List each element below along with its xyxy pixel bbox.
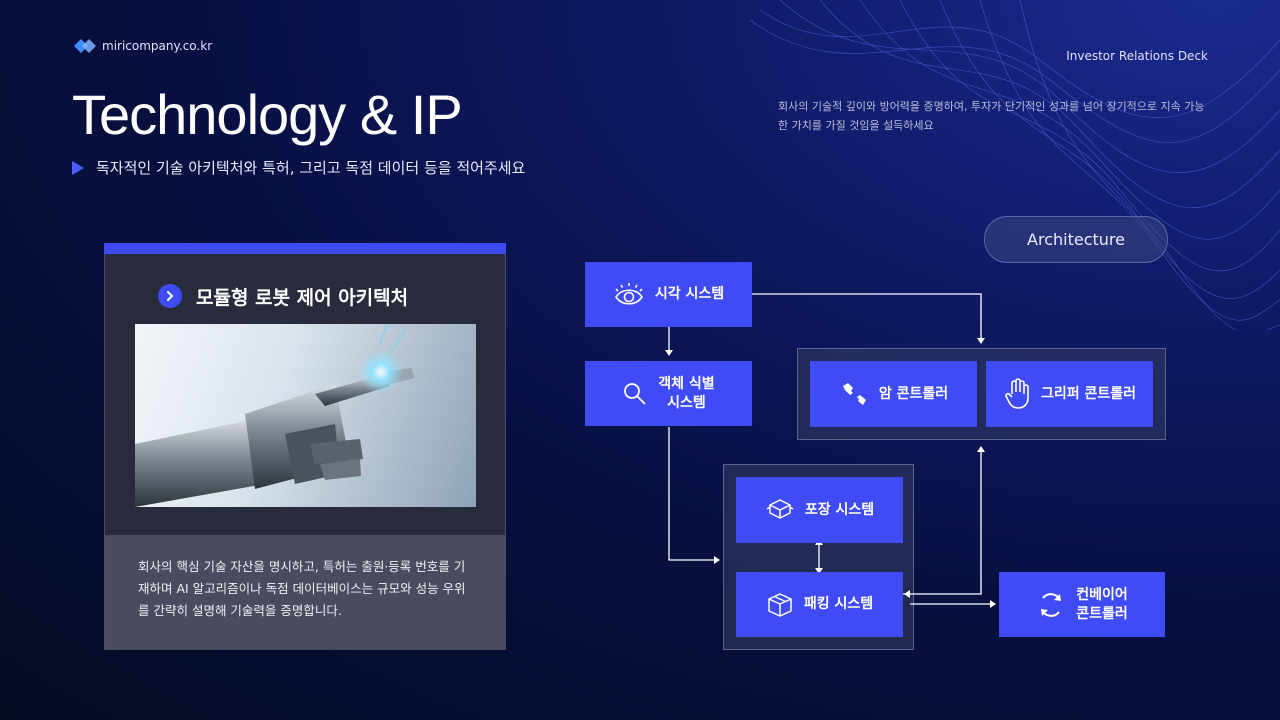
logo-diamond-icon [74,38,96,54]
wrapping-system-node[interactable]: 포장 시스템 [736,477,903,543]
brand-logo[interactable]: miricompany.co.kr [74,38,212,54]
conveyor-label-line1: 컨베이어 [1076,586,1128,603]
wrapping-system-label: 포장 시스템 [804,501,875,518]
conveyor-controller-node[interactable]: 컨베이어 콘트롤러 [999,572,1165,637]
package-icon [768,592,792,617]
packing-system-node[interactable]: 패킹 시스템 [736,572,903,637]
packing-system-label: 패킹 시스템 [803,596,874,612]
subtitle: 독자적인 기술 아키텍처와 특허, 그리고 독점 데이터 등을 적어주세요 [72,157,525,178]
eye-icon [614,282,643,305]
conveyor-label-line2: 콘트롤러 [1076,605,1128,622]
hand-icon [1005,378,1029,409]
architecture-card: 모듈형 로봇 제어 아키텍처 [104,243,506,650]
deck-label: Investor Relations Deck [1066,49,1208,63]
object-id-label: 객체 식별 시스템 [658,375,714,413]
page-title: Technology & IP [72,83,463,146]
card-title: 모듈형 로봇 제어 아키텍처 [196,286,409,309]
refresh-icon [1041,592,1062,617]
architecture-badge: Architecture [984,216,1168,263]
boxes-icon [766,499,794,519]
object-id-label-line2: 시스템 [667,394,706,411]
object-id-label-line1: 객체 식별 [658,375,715,392]
gripper-controller-node[interactable]: 그리퍼 콘트롤러 [986,361,1153,427]
triangle-bullet-icon [72,160,84,175]
conveyor-controller-label: 컨베이어 콘트롤러 [1076,586,1128,624]
card-body-text: 회사의 핵심 기술 자산을 명시하고, 특허는 출원·등록 번호를 기재하며 A… [105,535,505,650]
chevron-right-icon [158,284,182,308]
vision-system-node[interactable]: 시각 시스템 [585,262,752,327]
card-header: 모듈형 로봇 제어 아키텍처 [105,254,505,315]
search-icon [624,382,646,405]
vision-system-label: 시각 시스템 [654,286,725,302]
arm-controller-node[interactable]: 암 콘트롤러 [810,361,977,427]
arm-controller-label: 암 콘트롤러 [878,385,949,402]
site-url: miricompany.co.kr [102,39,213,53]
robot-hand-image [135,324,476,507]
subtitle-text: 독자적인 기술 아키텍처와 특허, 그리고 독점 데이터 등을 적어주세요 [96,159,526,177]
description: 회사의 기술적 깊이와 방어력을 증명하여, 투자가 단기적인 성과를 넘어 장… [778,100,1205,132]
gripper-controller-label: 그리퍼 콘트롤러 [1040,385,1137,402]
object-id-system-node[interactable]: 객체 식별 시스템 [585,361,752,426]
wrench-icon [842,383,866,405]
card-accent-bar [104,243,506,254]
